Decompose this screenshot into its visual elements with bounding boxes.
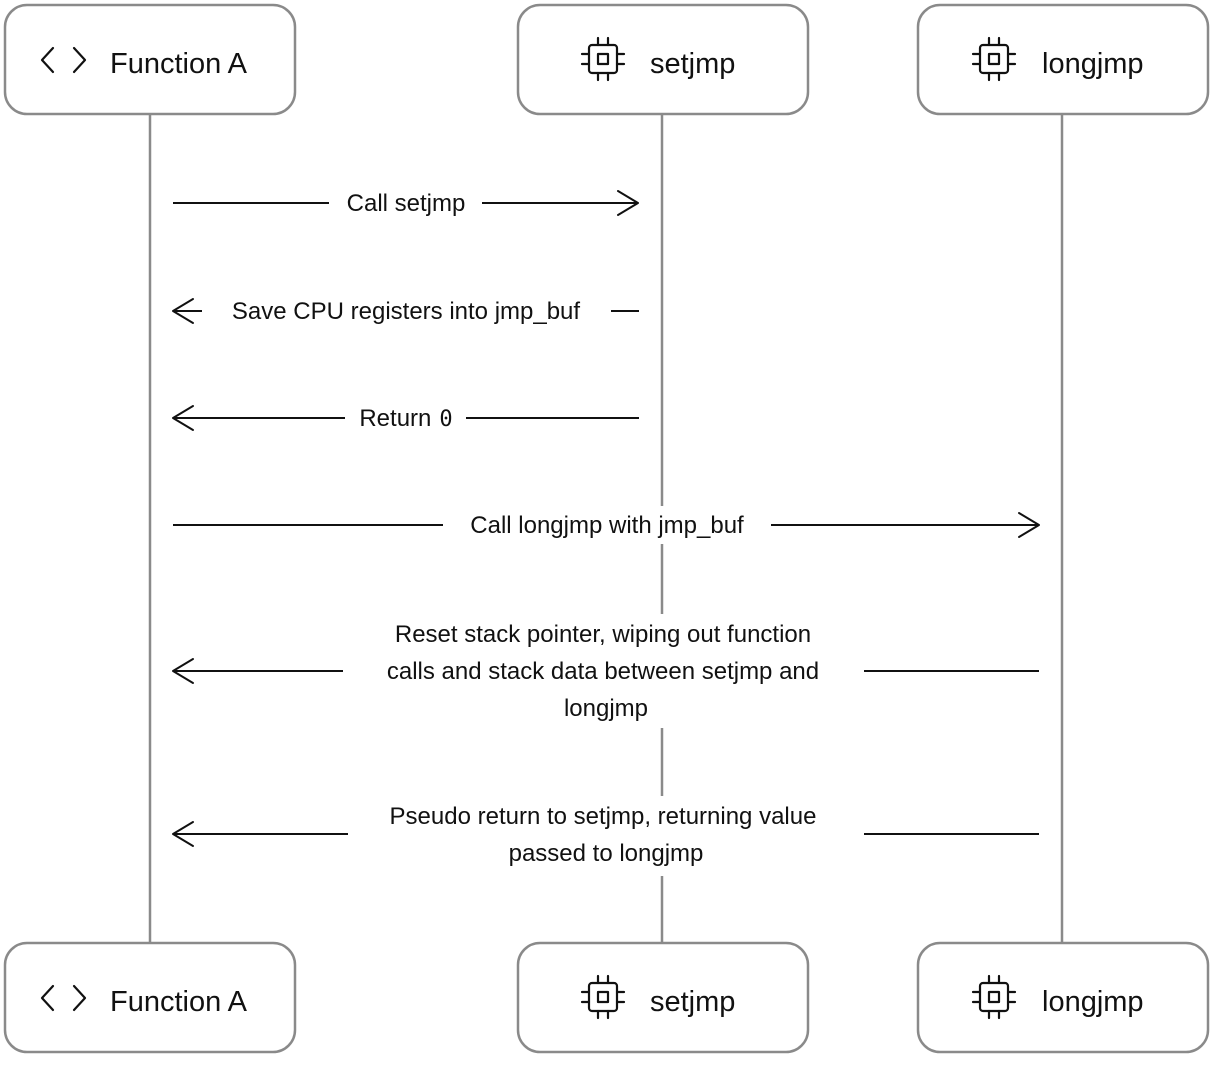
message-return-zero: Return 0 (172, 405, 639, 432)
message-save-registers: Save CPU registers into jmp_buf (172, 298, 639, 325)
arrowhead-left (172, 298, 194, 324)
message-call-setjmp: Call setjmp (173, 190, 639, 217)
participant-top-function-a: Function A (3, 3, 297, 116)
participant-label: Function A (110, 48, 248, 80)
participant-top-longjmp: longjmp (916, 3, 1210, 116)
message-label: Save CPU registers into jmp_buf (232, 298, 580, 325)
participant-bottom-function-a: Function A (3, 941, 297, 1054)
message-label-line-3: longjmp (564, 695, 648, 722)
chip-icon (971, 36, 1017, 82)
arrowhead-right (617, 190, 639, 216)
arrowhead-left (172, 821, 194, 847)
arrowhead-left (172, 405, 194, 431)
message-label: Call setjmp (347, 190, 466, 217)
participant-label: setjmp (650, 48, 735, 80)
message-label-line-2: calls and stack data between setjmp and (387, 658, 819, 685)
message-label-line-1: Pseudo return to setjmp, returning value (390, 803, 817, 830)
chip-icon (971, 974, 1017, 1020)
return-value: 0 (439, 407, 452, 432)
chip-icon (580, 36, 626, 82)
message-label: Return 0 (359, 405, 452, 432)
return-word: Return (359, 405, 431, 432)
message-label-line-1: Reset stack pointer, wiping out function (395, 621, 811, 648)
code-icon (40, 46, 87, 74)
message-call-longjmp: Call longjmp with jmp_buf (173, 506, 1040, 544)
arrowhead-right (1018, 512, 1040, 538)
participant-bottom-longjmp: longjmp (916, 941, 1210, 1054)
participant-bottom-setjmp: setjmp (516, 941, 810, 1054)
arrowhead-left (172, 658, 194, 684)
message-reset-stack: Reset stack pointer, wiping out function… (172, 614, 1039, 728)
participant-label: setjmp (650, 986, 735, 1018)
participant-label: longjmp (1042, 986, 1144, 1018)
message-label-line-2: passed to longjmp (509, 840, 704, 867)
message-label: Call longjmp with jmp_buf (470, 512, 744, 539)
code-icon (40, 984, 87, 1012)
participant-label: Function A (110, 986, 248, 1018)
message-pseudo-return: Pseudo return to setjmp, returning value… (172, 796, 1039, 876)
chip-icon (580, 974, 626, 1020)
participant-top-setjmp: setjmp (516, 3, 810, 116)
participant-label: longjmp (1042, 48, 1144, 80)
